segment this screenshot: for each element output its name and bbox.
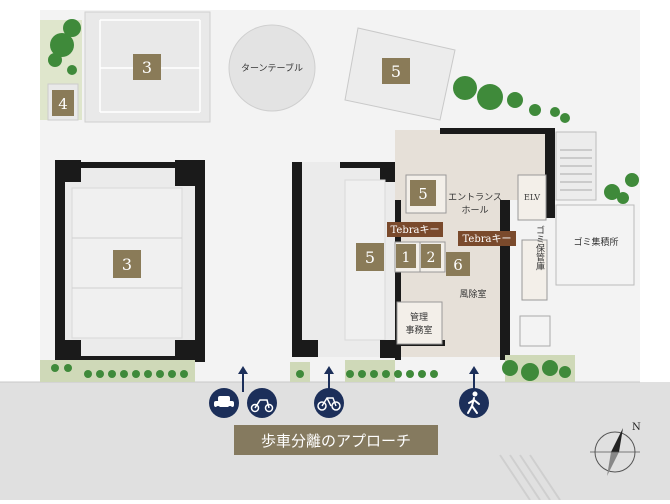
compass-north-label: N	[632, 422, 641, 433]
tebra-key-label: Tebraキー	[458, 231, 516, 246]
entrance-hall-label-2: ホール	[461, 205, 488, 216]
entrance-hall-label: エントランス	[448, 192, 502, 203]
motorbike-icon	[247, 388, 277, 418]
zone-badge: 1	[396, 244, 416, 268]
elv-label: ELV	[524, 193, 540, 202]
zone-badge: 5	[382, 58, 410, 84]
zone-badge: 4	[52, 90, 74, 116]
approach-banner: 歩車分離のアプローチ	[234, 425, 438, 455]
zone-badge: 5	[410, 180, 436, 206]
svg-text:2: 2	[427, 250, 436, 266]
garbage-storage-label: ゴミ保管庫	[534, 224, 545, 271]
zone-badge: 3	[133, 54, 161, 80]
turntable-label: ターンテーブル	[241, 62, 303, 74]
office-label: 管理	[410, 311, 428, 323]
svg-text:3: 3	[142, 58, 152, 77]
svg-text:5: 5	[418, 185, 428, 203]
svg-text:Tebraキー: Tebraキー	[391, 225, 440, 236]
garbage-collection-area	[555, 204, 635, 286]
svg-text:4: 4	[58, 95, 68, 113]
svg-text:6: 6	[453, 256, 463, 274]
svg-text:1: 1	[402, 250, 411, 266]
turntable	[228, 24, 316, 112]
svg-text:5: 5	[365, 248, 375, 267]
zone-badge: 3	[113, 250, 141, 278]
garbage-storage-room	[521, 239, 548, 301]
svg-text:Tebraキー: Tebraキー	[463, 234, 512, 245]
office-label-2: 事務室	[405, 324, 432, 336]
tebra-key-label: Tebraキー	[387, 222, 443, 237]
wind-room-label: 風除室	[459, 288, 486, 300]
zone-badge: 5	[356, 243, 384, 271]
elevator	[517, 174, 547, 221]
office-room	[396, 301, 443, 345]
zone-badge: 6	[446, 252, 470, 276]
car-icon	[209, 388, 239, 418]
garbage-collection-label: ゴミ集積所	[573, 236, 618, 248]
bicycle-icon	[314, 388, 344, 418]
svg-text:5: 5	[391, 62, 401, 81]
zone-badge: 2	[421, 244, 441, 268]
compass-icon: N	[590, 422, 641, 476]
svg-text:3: 3	[122, 255, 132, 274]
pedestrian-icon	[459, 388, 489, 418]
svg-text:歩車分離のアプローチ: 歩車分離のアプローチ	[261, 432, 411, 450]
